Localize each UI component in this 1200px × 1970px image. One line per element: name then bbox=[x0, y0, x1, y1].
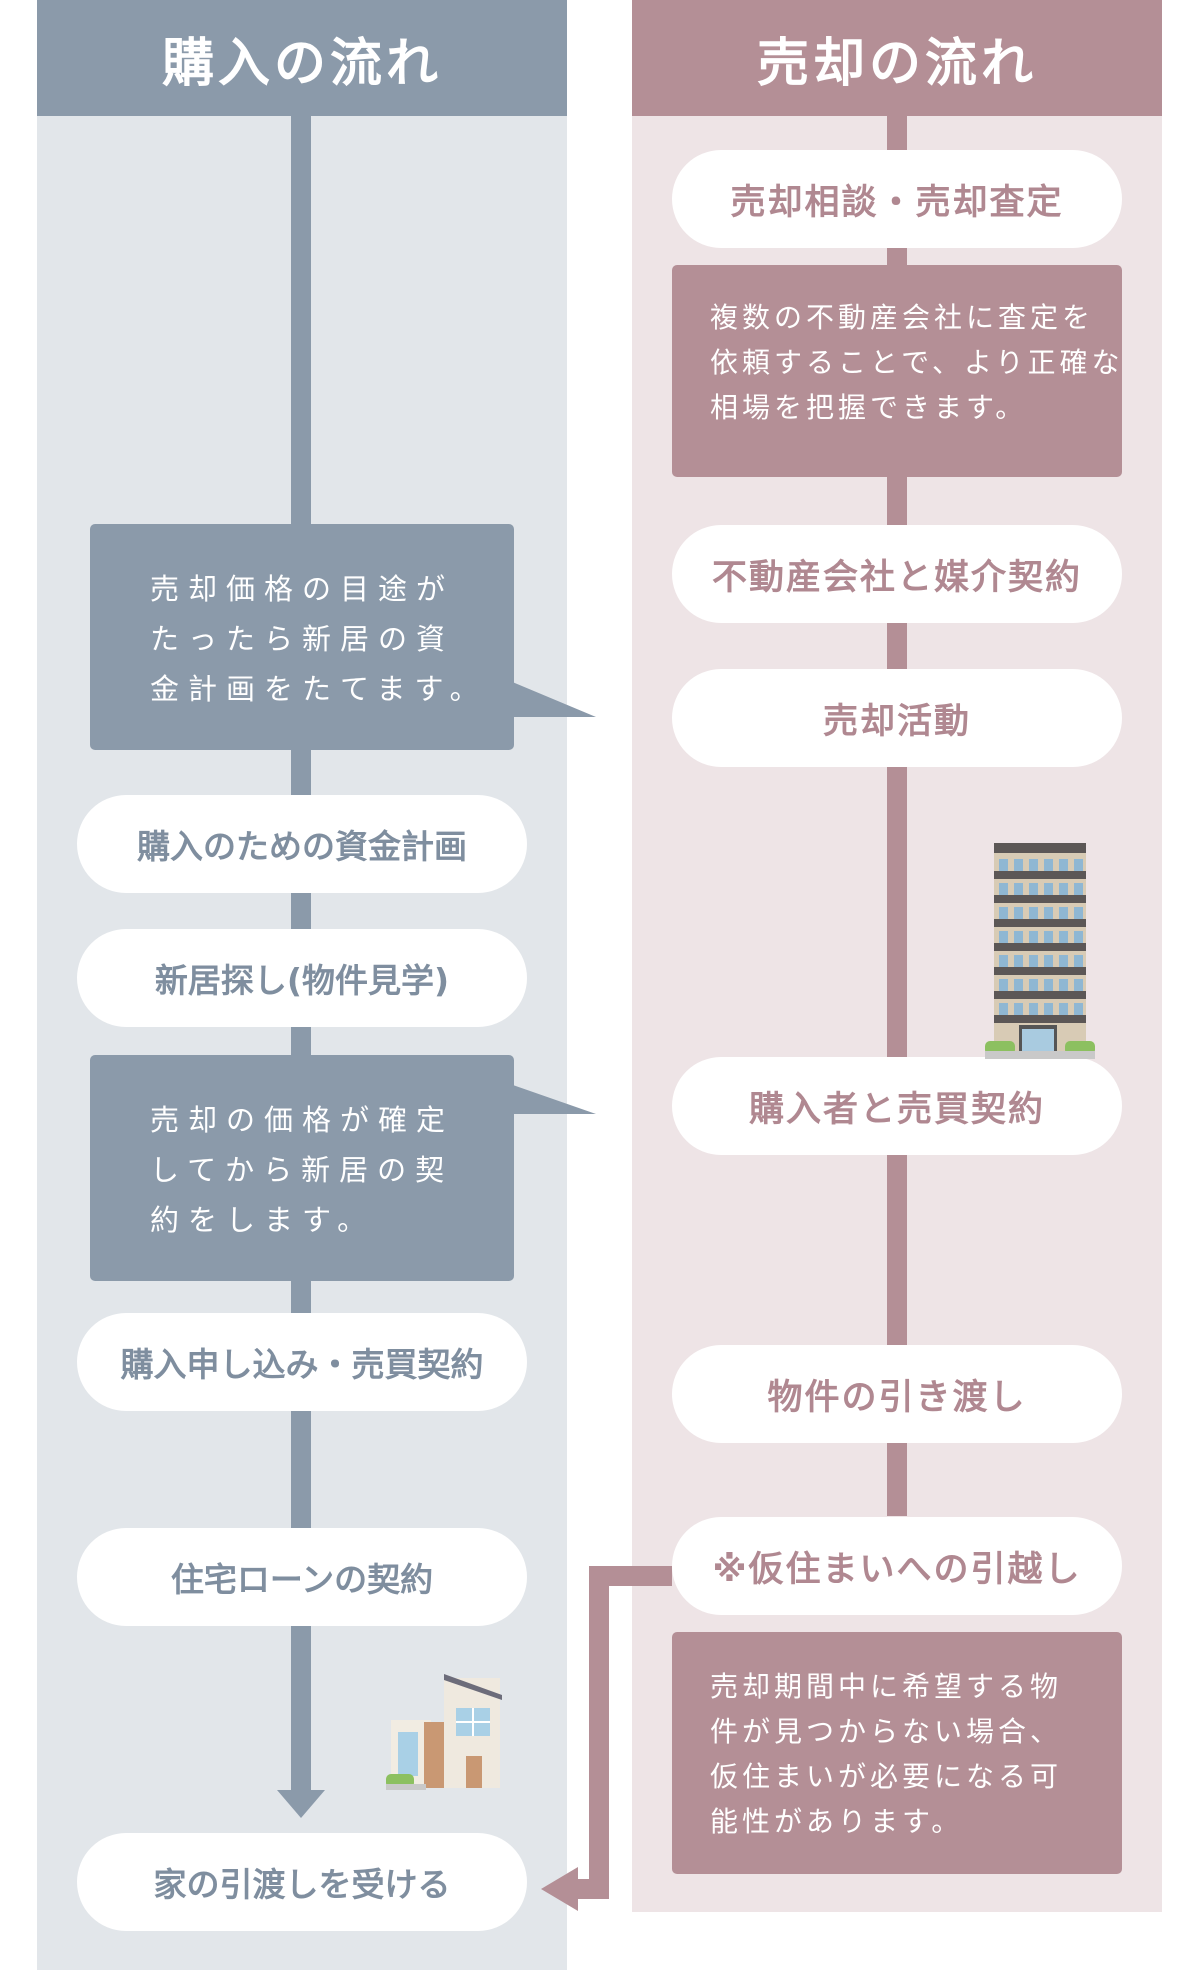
building-window bbox=[1029, 955, 1038, 967]
building-window bbox=[1014, 979, 1023, 991]
building-window bbox=[1014, 931, 1023, 943]
building-window bbox=[1044, 883, 1053, 895]
note-line: してから新居の契 bbox=[150, 1153, 454, 1187]
move-connector-line bbox=[578, 1566, 672, 1899]
building-window bbox=[1074, 883, 1083, 895]
building-window bbox=[999, 883, 1008, 895]
building-window bbox=[1074, 1003, 1083, 1015]
building-window bbox=[1014, 955, 1023, 967]
building-window bbox=[999, 931, 1008, 943]
building-window bbox=[1014, 1003, 1023, 1015]
sell-note: 売却期間中に希望する物 件が見つからない場合、 仮住まいが必要になる可 能性があ… bbox=[672, 1632, 1122, 1874]
building-window bbox=[999, 859, 1008, 871]
building-window bbox=[1059, 859, 1068, 871]
building-window bbox=[1074, 931, 1083, 943]
sell-step-sales-contract: 購入者と売買契約 bbox=[672, 1057, 1122, 1155]
buy-step-mortgage-contract: 住宅ローンの契約 bbox=[77, 1528, 527, 1626]
sell-step-consultation: 売却相談・売却査定 bbox=[672, 150, 1122, 248]
note-tail bbox=[510, 681, 596, 717]
sell-flow-header: 売却の流れ bbox=[632, 0, 1162, 116]
building-window bbox=[999, 907, 1008, 919]
note-line: 売却期間中に希望する物 bbox=[710, 1670, 1063, 1703]
buy-flow-header: 購入の流れ bbox=[37, 0, 567, 116]
building-window bbox=[1074, 979, 1083, 991]
building-window bbox=[1029, 907, 1038, 919]
building-floor-band bbox=[994, 919, 1086, 927]
buy-step-house-hunting: 新居探し(物件見学) bbox=[77, 929, 527, 1027]
sell-step-sales-activity: 売却活動 bbox=[672, 669, 1122, 767]
building-window bbox=[1044, 979, 1053, 991]
building-floor-band bbox=[994, 967, 1086, 975]
note-line: 仮住まいが必要になる可 bbox=[710, 1760, 1063, 1793]
building-window bbox=[1074, 955, 1083, 967]
building-window bbox=[1044, 859, 1053, 871]
left-arrow bbox=[541, 1867, 578, 1911]
building-window bbox=[1059, 883, 1068, 895]
building-window bbox=[999, 979, 1008, 991]
building-window bbox=[1059, 1003, 1068, 1015]
building-window bbox=[1029, 1003, 1038, 1015]
note-tail bbox=[510, 1084, 596, 1114]
building-window bbox=[999, 1003, 1008, 1015]
building-window bbox=[1029, 931, 1038, 943]
note-line: たったら新居の資 bbox=[150, 622, 455, 656]
building-floor-band bbox=[994, 943, 1086, 951]
building-floor-band bbox=[994, 895, 1086, 903]
building-window bbox=[1014, 883, 1023, 895]
building-window bbox=[1014, 859, 1023, 871]
building-window bbox=[999, 955, 1008, 967]
building-window bbox=[1029, 859, 1038, 871]
building-window bbox=[1029, 979, 1038, 991]
note-line: 売却の価格が確定 bbox=[150, 1103, 455, 1137]
house-icon bbox=[386, 1674, 502, 1790]
buy-note: 売却価格の目途が たったら新居の資 金計画をたてます。 bbox=[90, 524, 514, 750]
building-window bbox=[1059, 907, 1068, 919]
building-floor-band bbox=[994, 871, 1086, 879]
building-window bbox=[1074, 907, 1083, 919]
note-line: 相場を把握できます。 bbox=[710, 391, 1028, 424]
building-floor-band bbox=[994, 991, 1086, 999]
building-window bbox=[1044, 931, 1053, 943]
building-window bbox=[1059, 931, 1068, 943]
buy-step-purchase-contract: 購入申し込み・売買契約 bbox=[77, 1313, 527, 1411]
building-window bbox=[1029, 883, 1038, 895]
building-window bbox=[1044, 1003, 1053, 1015]
note-line: 売却価格の目途が bbox=[150, 572, 455, 606]
apartment-building-icon bbox=[985, 843, 1095, 1059]
sell-step-brokerage-contract: 不動産会社と媒介契約 bbox=[672, 525, 1122, 623]
note-line: 金計画をたてます。 bbox=[150, 672, 488, 706]
sell-step-temporary-move: ※仮住まいへの引越し bbox=[672, 1517, 1122, 1615]
building-window bbox=[1074, 859, 1083, 871]
building-window bbox=[1044, 955, 1053, 967]
note-line: 依頼することで、より正確な bbox=[710, 346, 1124, 379]
note-line: 件が見つからない場合、 bbox=[710, 1715, 1063, 1748]
note-line: 能性があります。 bbox=[710, 1805, 964, 1838]
sell-note: 複数の不動産会社に査定を 依頼することで、より正確な 相場を把握できます。 bbox=[672, 265, 1122, 477]
building-window bbox=[1044, 907, 1053, 919]
note-line: 複数の不動産会社に査定を bbox=[710, 301, 1095, 334]
note-line: 約をします。 bbox=[150, 1203, 376, 1237]
sell-step-handover: 物件の引き渡し bbox=[672, 1345, 1122, 1443]
buy-down-arrow bbox=[277, 1790, 325, 1818]
buy-step-funding-plan: 購入のための資金計画 bbox=[77, 795, 527, 893]
buy-step-receive-house: 家の引渡しを受ける bbox=[77, 1833, 527, 1931]
building-window bbox=[1059, 979, 1068, 991]
building-window bbox=[1059, 955, 1068, 967]
building-floor-band bbox=[994, 1015, 1086, 1023]
building-window bbox=[1014, 907, 1023, 919]
buy-note: 売却の価格が確定 してから新居の契 約をします。 bbox=[90, 1055, 514, 1281]
